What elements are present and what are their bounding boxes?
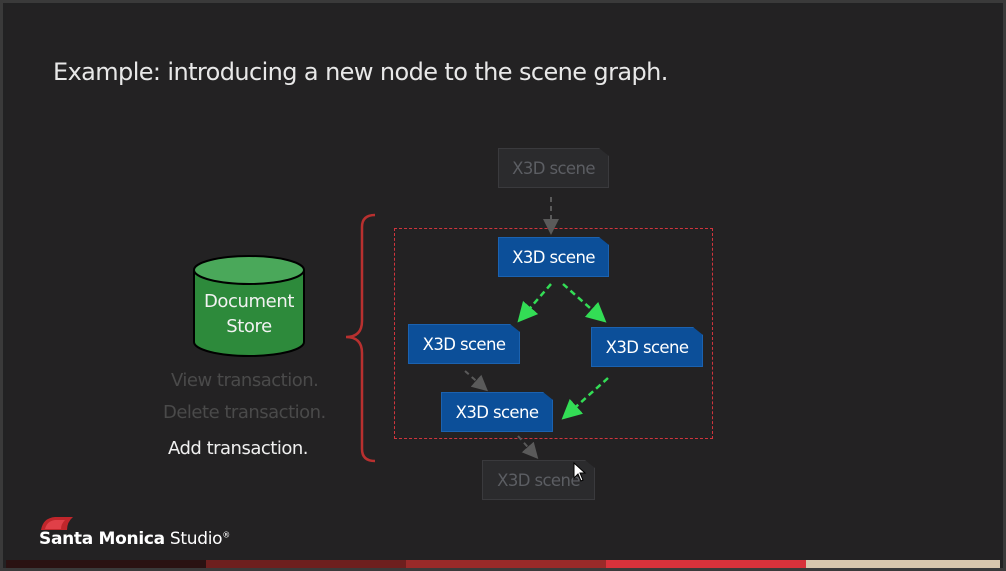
bar-segment-0 [6, 560, 206, 568]
edge-root-to-left [517, 283, 552, 323]
database-label-line2: Store [226, 316, 272, 337]
graph-edges [464, 197, 609, 459]
document-store-database: Document Store [192, 254, 306, 360]
logo-name-bold: Santa Monica [39, 529, 165, 549]
database-label-line1: Document [203, 291, 295, 312]
view-transaction-label: View transaction. [171, 370, 319, 391]
studio-logo-text: Santa Monica Studio® [39, 529, 230, 549]
database-cylinder-icon [193, 255, 305, 357]
edge-root-to-right [562, 283, 607, 323]
scene-node-right: X3D scene [591, 327, 703, 367]
add-transaction-label: Add transaction. [168, 438, 308, 459]
database-label: Document Store [192, 289, 306, 339]
edge-right-to-new [561, 377, 609, 420]
scene-node-top: X3D scene [498, 148, 609, 188]
scene-node-left: X3D scene [408, 324, 520, 364]
logo-registered-mark: ® [222, 530, 230, 540]
logo-name-light: Studio [169, 529, 223, 549]
curly-brace [345, 213, 376, 463]
slide: Example: introducing a new node to the s… [6, 6, 1000, 560]
bottom-color-bar [6, 560, 1000, 568]
scene-node-root: X3D scene [498, 237, 609, 277]
scene-node-new: X3D scene [441, 392, 553, 432]
bar-segment-4 [806, 560, 1000, 568]
delete-transaction-label: Delete transaction. [163, 402, 326, 423]
edge-left-to-new [464, 370, 488, 392]
bar-segment-3 [606, 560, 806, 568]
edge-new-to-bottom [517, 435, 539, 459]
bar-segment-2 [406, 560, 606, 568]
slide-title: Example: introducing a new node to the s… [53, 58, 668, 86]
bar-segment-1 [206, 560, 406, 568]
mouse-cursor-icon [573, 462, 587, 482]
santa-monica-logo-icon [41, 517, 73, 530]
